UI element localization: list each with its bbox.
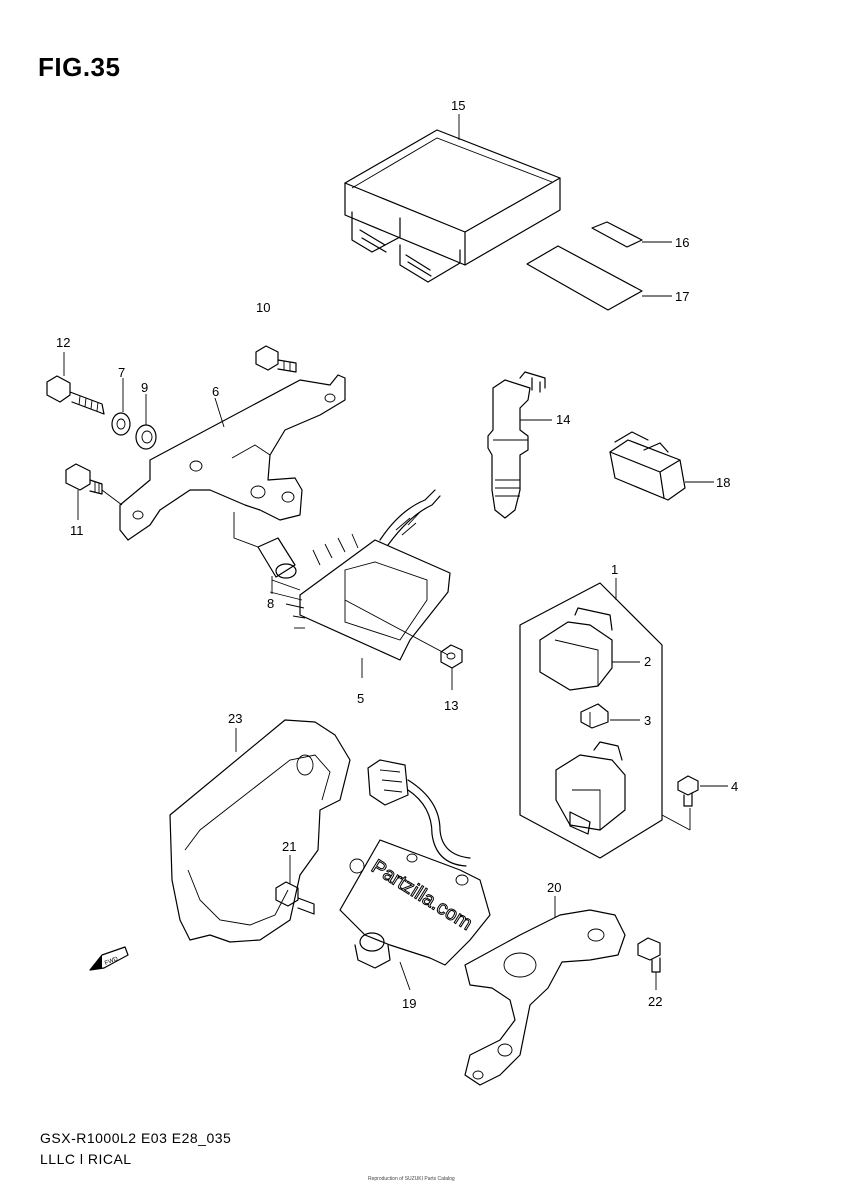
callout-4: 4 (731, 779, 738, 794)
part-18-connector[interactable] (609, 431, 714, 501)
part-14-ignition-coil[interactable] (487, 371, 552, 519)
callout-8: 8 (267, 596, 274, 611)
part-8-collar[interactable] (233, 512, 297, 594)
part-4-screw[interactable] (677, 775, 728, 807)
part-2-relay[interactable] (539, 607, 640, 691)
callout-23: 23 (228, 711, 242, 726)
callout-21: 21 (282, 839, 296, 854)
part-7-washer[interactable] (111, 378, 131, 436)
callout-3: 3 (644, 713, 651, 728)
callout-12: 12 (56, 335, 70, 350)
callout-20: 20 (547, 880, 561, 895)
callout-7: 7 (118, 365, 125, 380)
part-17-cushion[interactable] (526, 245, 672, 311)
callout-13: 13 (444, 698, 458, 713)
part-21-bolt[interactable] (275, 855, 315, 915)
watermark: Partzilla.com (349, 855, 477, 935)
part-23-cover[interactable] (169, 719, 351, 943)
callout-22: 22 (648, 994, 662, 1009)
part-20-bracket[interactable] (464, 896, 626, 1086)
callout-labels: 1 2 3 4 5 6 7 8 9 10 11 12 13 14 15 16 1… (56, 98, 738, 1011)
part-19-sensor[interactable] (339, 759, 491, 991)
figure-title: FIG.35 (38, 52, 121, 82)
part-10-bolt[interactable] (255, 345, 297, 373)
callout-6: 6 (212, 384, 219, 399)
callout-17: 17 (675, 289, 689, 304)
part-16-pad[interactable] (591, 221, 672, 248)
forward-label: FWD (104, 956, 120, 967)
callout-14: 14 (556, 412, 570, 427)
part-12-bolt[interactable] (46, 352, 105, 415)
copyright-note: Reproduction of SUZUKI Parts Catalog (368, 1176, 455, 1182)
callout-11: 11 (70, 523, 84, 538)
part-6-bracket[interactable] (119, 374, 346, 541)
watermark-text: Partzilla.com (367, 856, 476, 935)
part-13-nut[interactable] (440, 644, 463, 690)
callout-5: 5 (357, 691, 364, 706)
callout-1: 1 (611, 562, 618, 577)
callout-10: 10 (256, 300, 270, 315)
section-name: LLLC l RICAL (40, 1151, 132, 1167)
callout-9: 9 (141, 380, 148, 395)
part-9-grommet[interactable] (135, 394, 157, 450)
part-11-bolt[interactable] (65, 463, 123, 520)
model-code: GSX-R1000L2 E03 E28_035 (40, 1130, 232, 1146)
callout-19: 19 (402, 996, 416, 1011)
callout-2: 2 (644, 654, 651, 669)
forward-direction-arrow-icon: FWD (89, 946, 129, 971)
part-1-relay-assembly[interactable] (519, 578, 691, 859)
callout-15: 15 (451, 98, 465, 113)
part-3-fuse[interactable] (580, 703, 640, 729)
callout-16: 16 (675, 235, 689, 250)
part-22-bolt[interactable] (637, 937, 661, 990)
callout-18: 18 (716, 475, 730, 490)
part-15-ecm-unit[interactable] (344, 114, 561, 283)
part-5-regulator-rectifier[interactable] (269, 489, 451, 678)
